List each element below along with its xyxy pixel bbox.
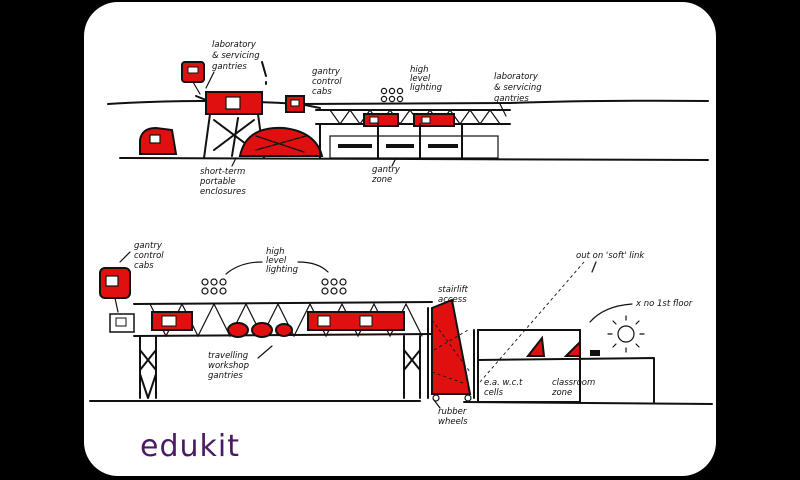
svg-text:cabs: cabs [312, 87, 332, 97]
svg-text:control: control [312, 77, 342, 87]
label-top-enclosures: short-term [200, 167, 245, 177]
svg-text:gantries: gantries [208, 371, 243, 381]
svg-text:zone: zone [551, 388, 572, 398]
svg-text:wheels: wheels [438, 417, 468, 427]
workshop-gantry-truss [133, 301, 433, 399]
svg-text:lighting: lighting [410, 83, 443, 93]
svg-text:cells: cells [484, 388, 504, 398]
bottom-lighting-left [201, 278, 227, 295]
label-top-lighting: high [410, 65, 429, 75]
classroom-block [477, 261, 655, 403]
top-control-cab [285, 95, 305, 113]
svg-text:level: level [266, 256, 287, 266]
svg-text:cabs: cabs [134, 261, 154, 271]
svg-text:& servicing: & servicing [212, 51, 260, 61]
label-no-first-floor: x no 1st floor [635, 299, 693, 309]
stairlift [427, 298, 475, 402]
svg-text:access: access [438, 295, 467, 305]
label-top-control-cabs: gantry [312, 67, 341, 77]
bottom-lighting-right [321, 278, 347, 295]
edukit-logo: edukit [140, 429, 240, 464]
svg-text:portable: portable [199, 177, 236, 187]
label-top-lab-gantries: laboratory [212, 40, 257, 50]
svg-text:enclosures: enclosures [200, 187, 246, 197]
bottom-section: gantry control cabs high level lighting … [89, 241, 713, 427]
label-classroom-zone: classroom [552, 378, 595, 388]
svg-text:level: level [410, 74, 431, 84]
sun-icon [607, 315, 645, 353]
label-wc-cells: e.a. w.c.t [484, 378, 523, 388]
svg-text:gantries: gantries [212, 62, 247, 72]
label-bottom-lighting: high [266, 247, 285, 257]
label-top-lab-gantries-right: laboratory [494, 72, 539, 82]
label-workshop-gantries: travelling [208, 351, 249, 361]
portable-enclosure-left [139, 126, 178, 155]
svg-text:workshop: workshop [208, 361, 249, 371]
top-truss-gantry [315, 108, 511, 159]
label-soft-link: out on 'soft' link [576, 251, 645, 261]
label-rubber-wheels: rubber [438, 407, 467, 417]
label-bottom-control-cabs: gantry [134, 241, 163, 251]
top-lighting-cluster [380, 87, 404, 103]
bottom-control-cab [99, 267, 135, 333]
label-stairlift: stairlift [438, 285, 469, 295]
bottom-ground-line [89, 400, 713, 405]
portable-enclosure-dome [231, 117, 324, 157]
top-section: laboratory & servicing gantries gantry c… [107, 40, 709, 197]
label-top-gantry-zone: gantry [372, 165, 401, 175]
svg-text:& servicing: & servicing [494, 83, 542, 93]
svg-text:lighting: lighting [266, 265, 299, 275]
svg-text:control: control [134, 251, 164, 261]
svg-text:gantries: gantries [494, 94, 529, 104]
top-ridge-line [299, 99, 709, 105]
svg-text:zone: zone [371, 175, 392, 185]
